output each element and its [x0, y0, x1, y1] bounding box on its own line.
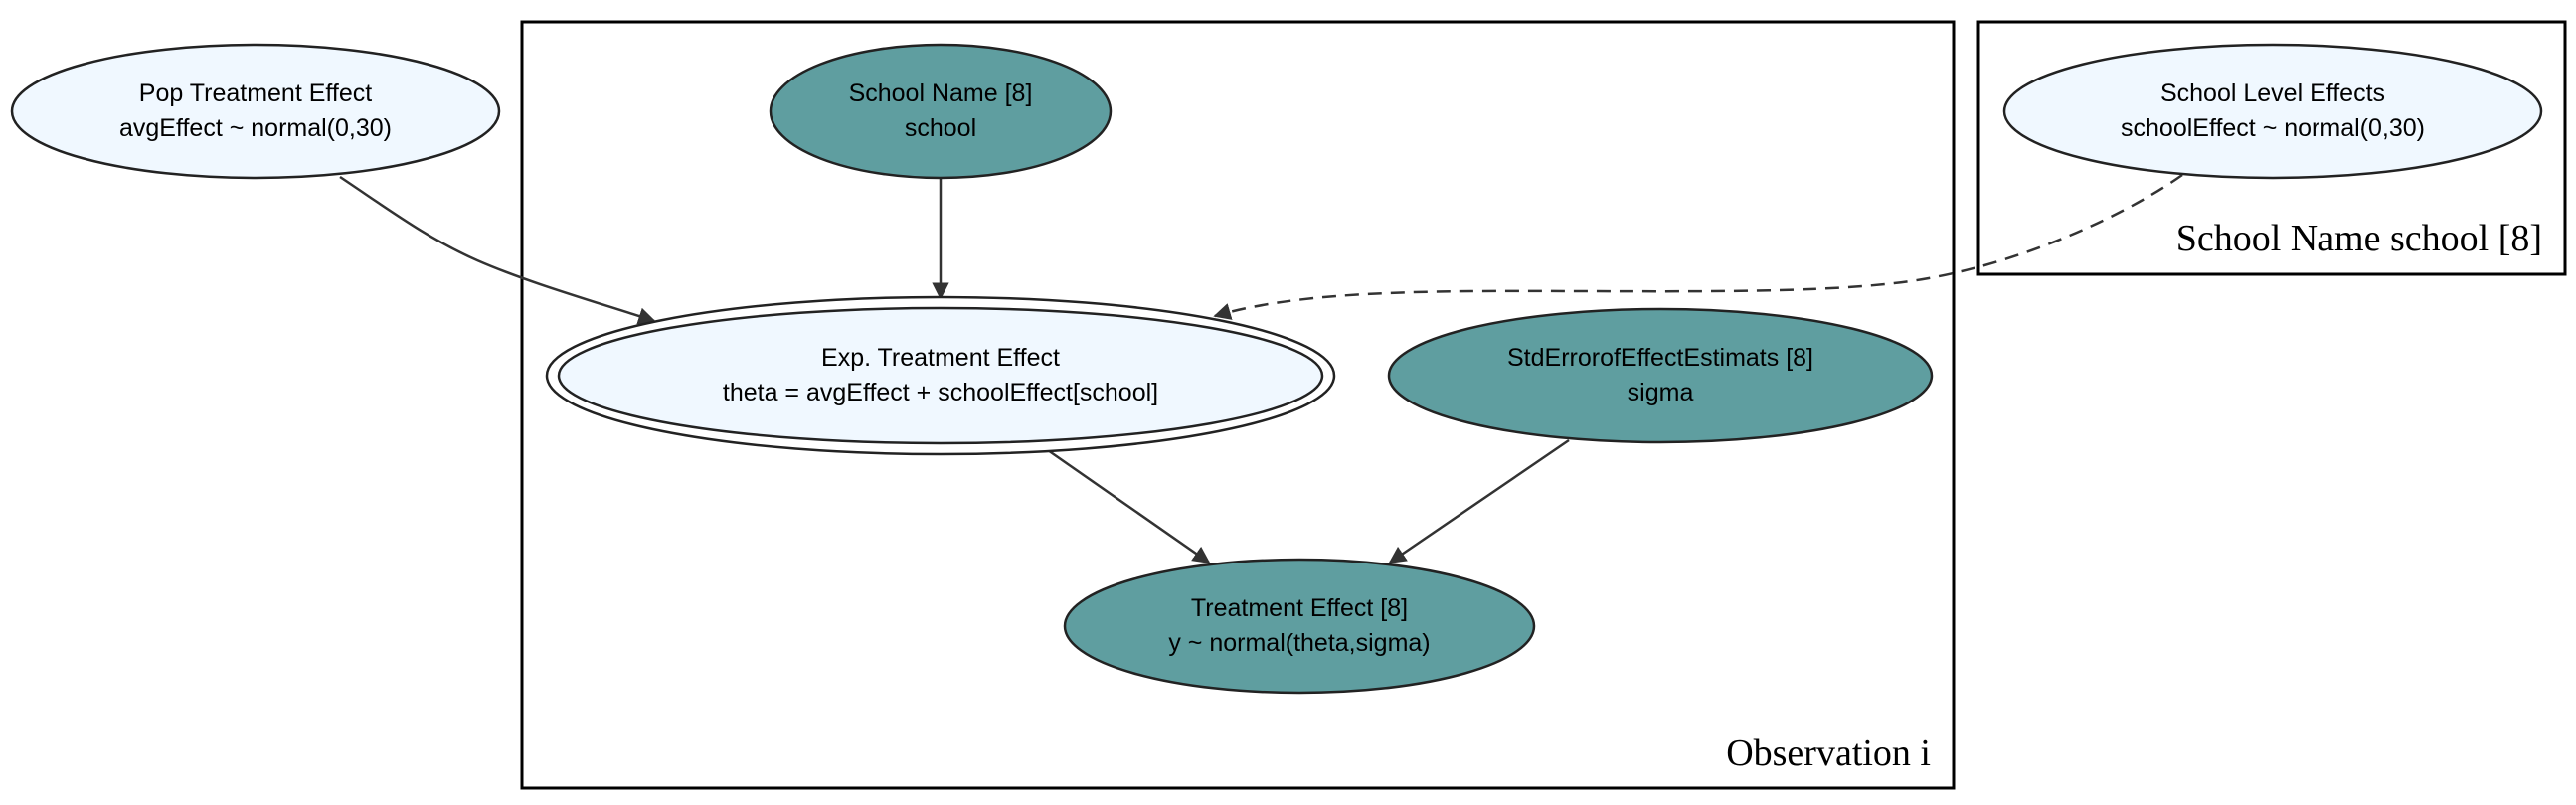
std-error-expression: sigma [1628, 379, 1694, 406]
edge-exp-to-treatment [1047, 448, 1211, 564]
std-error-node: StdErrorofEffectEstimats [8] sigma [1387, 307, 1934, 444]
std-error-title: StdErrorofEffectEstimats [8] [1507, 344, 1813, 372]
treatment-effect-expression: y ~ normal(theta,sigma) [1168, 629, 1430, 657]
observation-plate-label: Observation i [1726, 732, 1931, 774]
exp-treatment-effect-expression: theta = avgEffect + schoolEffect[school] [723, 379, 1158, 406]
exp-treatment-effect-title: Exp. Treatment Effect [821, 344, 1060, 372]
school-level-effects-title: School Level Effects [2160, 80, 2385, 107]
treatment-effect-title: Treatment Effect [8] [1191, 594, 1408, 622]
pop-treatment-effect-title: Pop Treatment Effect [139, 80, 372, 107]
school-level-effects-expression: schoolEffect ~ normal(0,30) [2121, 114, 2425, 142]
school-plate [1976, 20, 2567, 276]
pop-treatment-effect-node: Pop Treatment Effect avgEffect ~ normal(… [10, 43, 501, 180]
observation-plate [520, 20, 1956, 790]
edge-pop-to-exp [339, 175, 656, 325]
edge-stderr-to-treatment [1388, 438, 1570, 564]
school-name-node: School Name [8] school [769, 43, 1113, 180]
school-name-expression: school [905, 114, 976, 142]
exp-treatment-effect-node: Exp. Treatment Effect theta = avgEffect … [545, 295, 1336, 456]
treatment-effect-node: Treatment Effect [8] y ~ normal(theta,si… [1063, 558, 1536, 695]
edge-school-effects-to-exp [1213, 173, 2183, 320]
school-level-effects-node: School Level Effects schoolEffect ~ norm… [2002, 43, 2543, 180]
school-name-title: School Name [8] [849, 80, 1033, 107]
school-plate-label: School Name school [8] [2176, 218, 2542, 259]
pop-treatment-effect-expression: avgEffect ~ normal(0,30) [119, 114, 392, 142]
